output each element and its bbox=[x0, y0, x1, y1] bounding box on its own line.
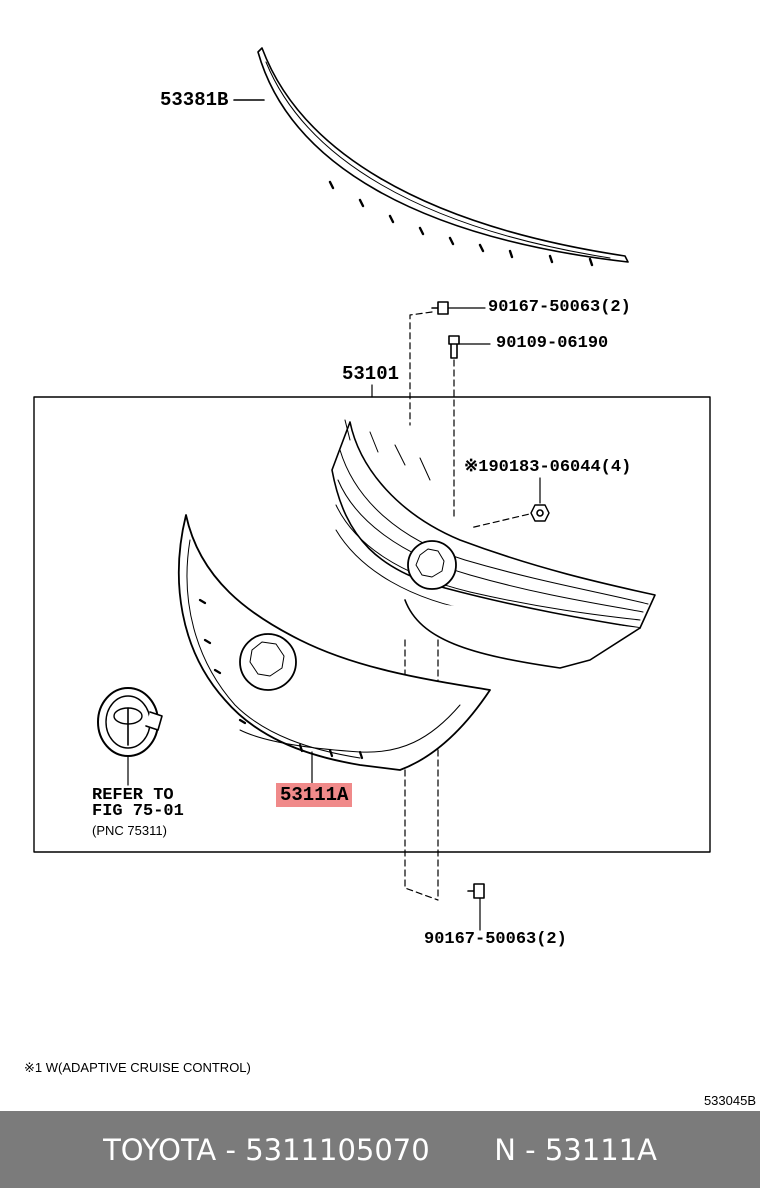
label-screw[interactable]: 90109-06190 bbox=[496, 334, 609, 353]
clip-top-part[interactable] bbox=[431, 301, 486, 315]
radiator-grille-part[interactable] bbox=[178, 514, 491, 771]
label-molding[interactable]: 53381B bbox=[160, 89, 229, 111]
radiator-grille-assy[interactable] bbox=[331, 419, 656, 669]
label-nut[interactable]: ※190183-06044(4) bbox=[464, 458, 632, 477]
footer-n-label: N bbox=[494, 1132, 516, 1167]
footer-gap bbox=[430, 1133, 495, 1167]
footer-brand: TOYOTA bbox=[103, 1132, 217, 1167]
footer-pnc: 53111A bbox=[544, 1132, 657, 1167]
label-refer-line3: (PNC 75311) bbox=[92, 823, 167, 838]
assembly-frame bbox=[33, 396, 711, 853]
highlight-mark[interactable]: 53111A bbox=[276, 783, 353, 807]
label-clip-top[interactable]: 90167-50063(2) bbox=[488, 298, 631, 317]
footer-separator: - bbox=[515, 1132, 545, 1167]
upper-molding-part[interactable] bbox=[257, 47, 629, 267]
emblem-part[interactable] bbox=[97, 687, 163, 786]
parts-diagram bbox=[33, 47, 711, 931]
label-refer-line2: FIG 75-01 bbox=[92, 802, 184, 821]
illustration-code: 533045B bbox=[703, 1093, 756, 1108]
label-refer-line1: REFER TO bbox=[92, 786, 174, 805]
label-grille-assy[interactable]: 53101 bbox=[342, 363, 400, 385]
footer-separator: - bbox=[216, 1132, 246, 1167]
footer-part-number: 5311105070 bbox=[245, 1132, 430, 1167]
nut-part[interactable] bbox=[530, 477, 550, 522]
footnote: ※1 W(ADAPTIVE CRUISE CONTROL) bbox=[24, 1060, 251, 1075]
label-clip-bottom[interactable]: 90167-50063(2) bbox=[424, 930, 567, 949]
label-grille-highlighted[interactable]: 53111A bbox=[276, 783, 353, 807]
screw-part[interactable] bbox=[448, 335, 491, 359]
footer-bar: TOYOTA - 5311105070 N - 53111A bbox=[0, 1111, 760, 1188]
clip-bottom-part[interactable] bbox=[467, 883, 485, 931]
